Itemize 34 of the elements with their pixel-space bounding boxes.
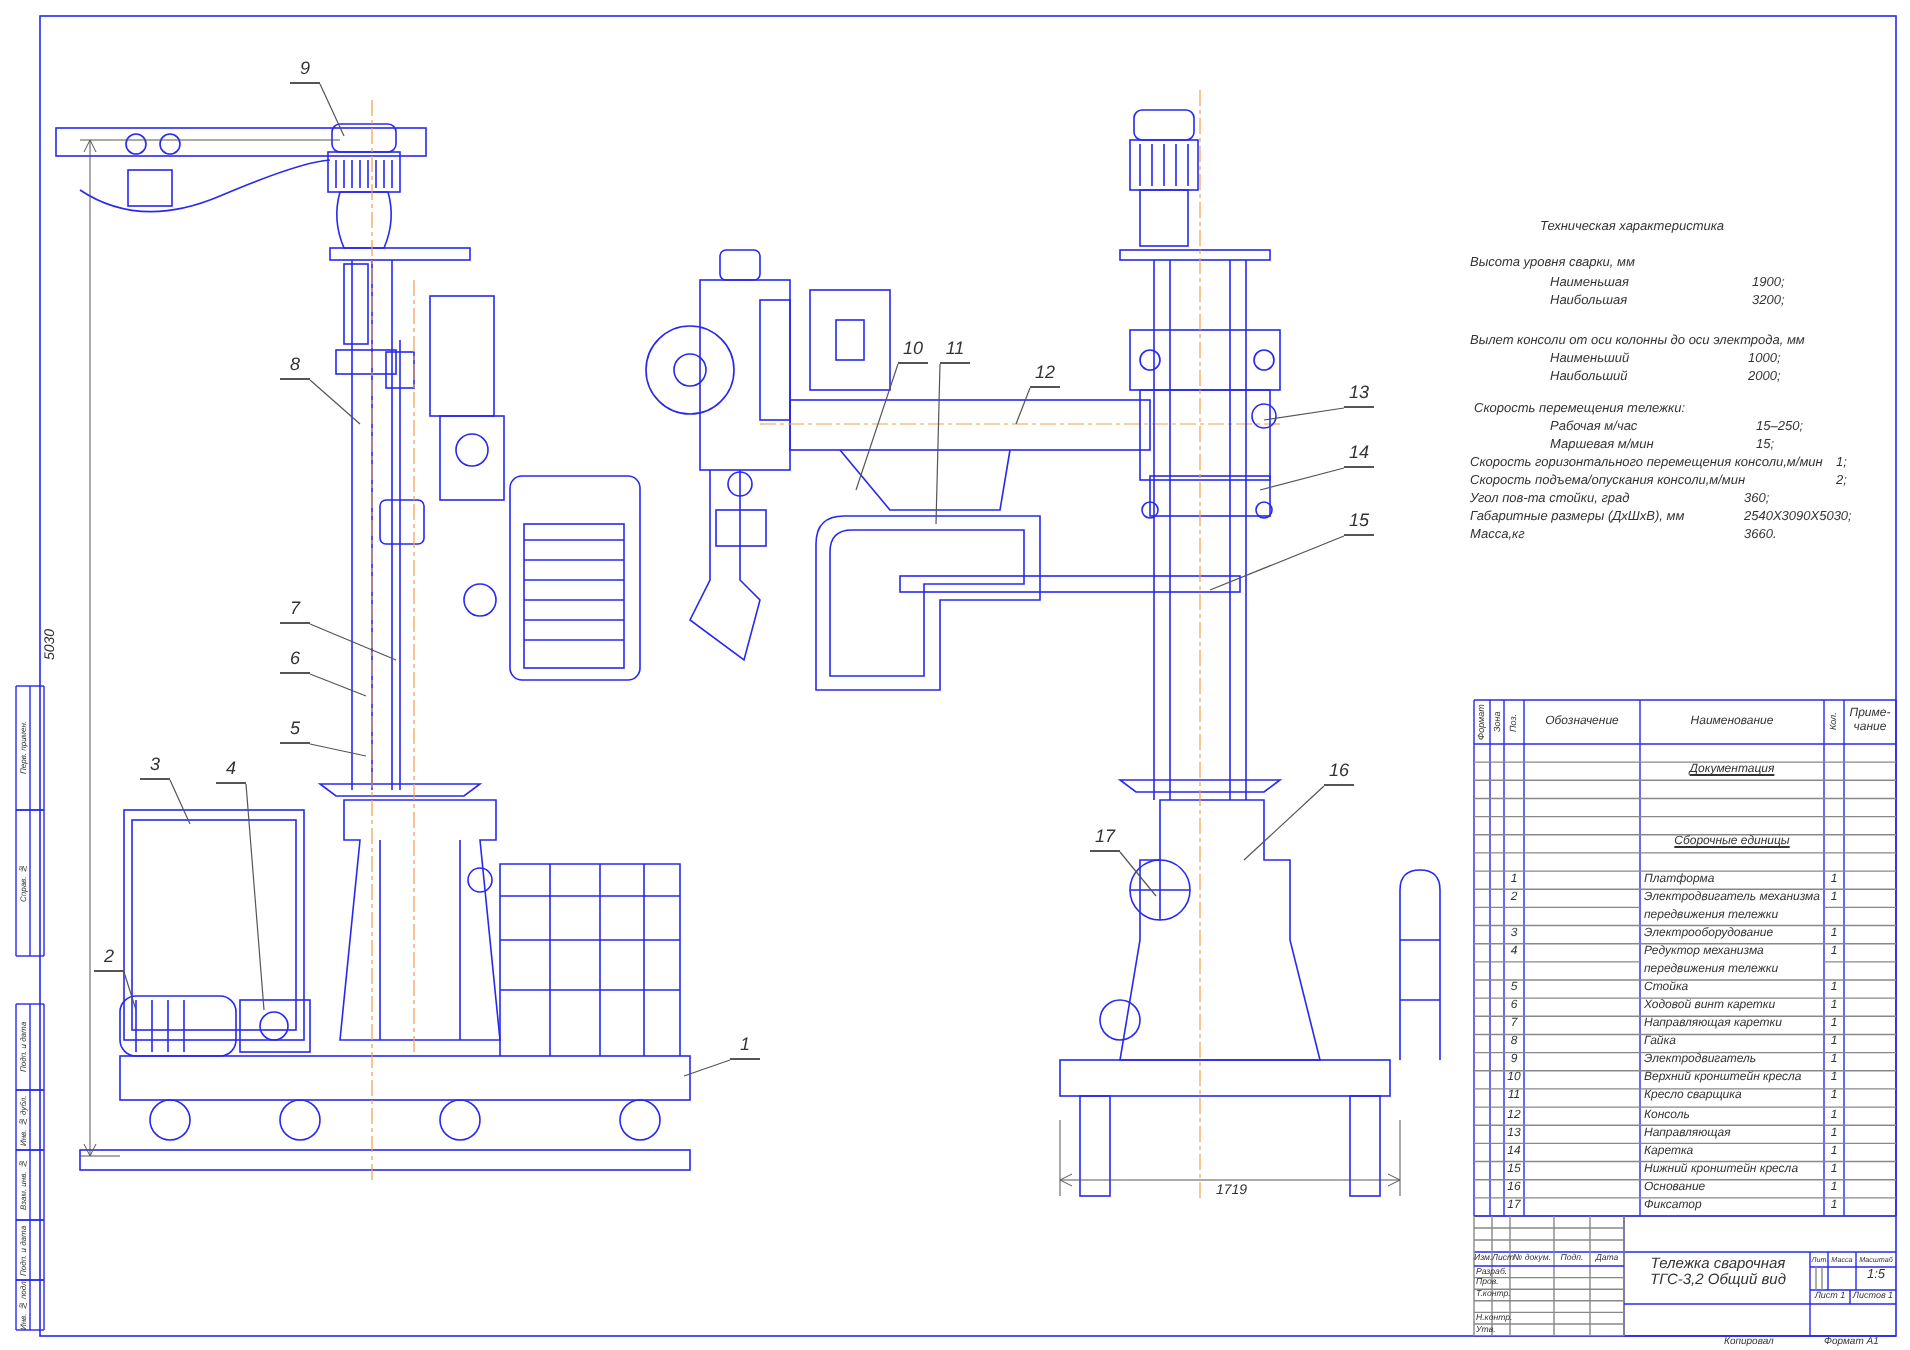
callout-number: 12 [1030, 364, 1060, 388]
leader-line [245, 783, 265, 1011]
callout-number: 13 [1344, 384, 1374, 408]
leader-line [855, 363, 899, 491]
leader-line [935, 363, 941, 525]
callout-number: 5 [280, 720, 310, 744]
leader-line [1209, 535, 1345, 591]
callout-number: 8 [280, 356, 310, 380]
leader-line [1259, 467, 1345, 491]
leader-line [1243, 785, 1325, 861]
leader-line [309, 743, 367, 757]
leader-line [319, 83, 345, 137]
callout-number: 6 [280, 650, 310, 674]
callout-number: 14 [1344, 444, 1374, 468]
leader-line [123, 971, 137, 1011]
leader-line [309, 673, 367, 697]
callout-number: 1 [730, 1036, 760, 1060]
leader-line [1263, 407, 1345, 421]
callout-number: 4 [216, 760, 246, 784]
callout-number: 16 [1324, 762, 1354, 786]
leader-line [1015, 387, 1031, 425]
callout-number: 17 [1090, 828, 1120, 852]
leader-line [309, 379, 361, 425]
leader-line [1119, 851, 1157, 897]
leader-line [683, 1059, 731, 1077]
callout-number: 11 [940, 340, 970, 364]
leader-line [169, 779, 191, 825]
callout-number: 2 [94, 948, 124, 972]
callout-number: 10 [898, 340, 928, 364]
callout-number: 9 [290, 60, 320, 84]
callout-number: 7 [280, 600, 310, 624]
leader-line [309, 623, 397, 661]
callout-number: 15 [1344, 512, 1374, 536]
callout-number: 3 [140, 756, 170, 780]
